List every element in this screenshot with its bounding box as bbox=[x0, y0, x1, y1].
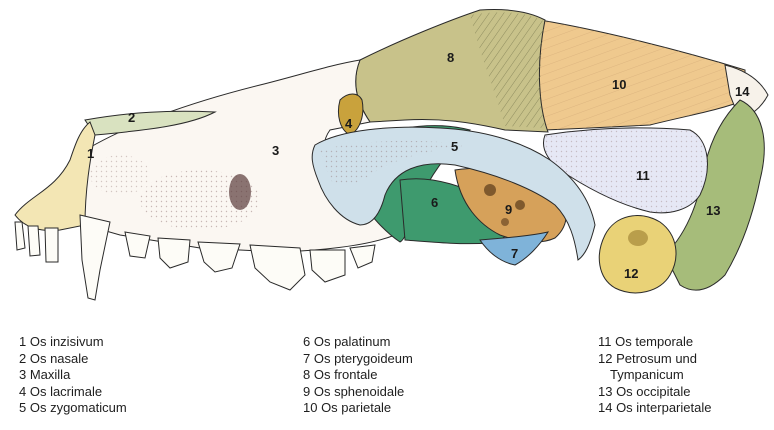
molar-tooth bbox=[310, 250, 345, 282]
legend-item: 10 Os parietale bbox=[303, 400, 413, 417]
incisor-tooth bbox=[45, 228, 58, 262]
label-12: 12 bbox=[624, 266, 638, 281]
premolar-tooth bbox=[198, 242, 240, 272]
molar-tooth bbox=[350, 245, 375, 268]
legend-item: 9 Os sphenoidale bbox=[303, 384, 413, 401]
premolar-tooth bbox=[158, 238, 190, 268]
label-7: 7 bbox=[511, 246, 518, 261]
label-8: 8 bbox=[447, 50, 454, 65]
legend-item: 6 Os palatinum bbox=[303, 334, 413, 351]
legend-item: 13 Os occipitale bbox=[598, 384, 711, 401]
label-10: 10 bbox=[612, 77, 626, 92]
label-13: 13 bbox=[706, 203, 720, 218]
label-1: 1 bbox=[87, 146, 94, 161]
legend-item: 5 Os zygomaticum bbox=[19, 400, 127, 417]
carnassial-tooth bbox=[250, 245, 305, 290]
dog-skull-illustration: 1 2 3 4 5 6 7 8 9 10 11 12 13 14 bbox=[0, 0, 774, 315]
label-9: 9 bbox=[505, 202, 512, 217]
incisor-tooth bbox=[15, 222, 25, 250]
legend-column-1: 1 Os inzisivum 2 Os nasale 3 Maxilla 4 O… bbox=[19, 334, 127, 417]
premolar-tooth bbox=[125, 232, 150, 258]
legend-column-3: 11 Os temporale 12 Petrosum und Tympanic… bbox=[598, 334, 711, 417]
legend-item: 11 Os temporale bbox=[598, 334, 711, 351]
label-2: 2 bbox=[128, 110, 135, 125]
label-4: 4 bbox=[345, 116, 353, 131]
petrosum-tympanicum-region bbox=[599, 216, 676, 293]
legend-item: 3 Maxilla bbox=[19, 367, 127, 384]
os-incisivum-region bbox=[15, 122, 95, 230]
legend-item: 4 Os lacrimale bbox=[19, 384, 127, 401]
legend-item: 12 Petrosum und bbox=[598, 351, 711, 368]
label-6: 6 bbox=[431, 195, 438, 210]
label-5: 5 bbox=[451, 139, 458, 154]
legend-item: 8 Os frontale bbox=[303, 367, 413, 384]
label-11: 11 bbox=[636, 168, 650, 183]
legend-item-continuation: Tympanicum bbox=[598, 367, 711, 384]
infraorbital-foramen bbox=[229, 174, 251, 210]
legend-column-2: 6 Os palatinum 7 Os pterygoideum 8 Os fr… bbox=[303, 334, 413, 417]
legend-item: 2 Os nasale bbox=[19, 351, 127, 368]
label-14: 14 bbox=[735, 84, 750, 99]
canine-tooth bbox=[80, 215, 110, 300]
incisor-tooth bbox=[28, 226, 40, 256]
legend-item: 7 Os pterygoideum bbox=[303, 351, 413, 368]
label-3: 3 bbox=[272, 143, 279, 158]
legend-item: 14 Os interparietale bbox=[598, 400, 711, 417]
legend-item: 1 Os inzisivum bbox=[19, 334, 127, 351]
